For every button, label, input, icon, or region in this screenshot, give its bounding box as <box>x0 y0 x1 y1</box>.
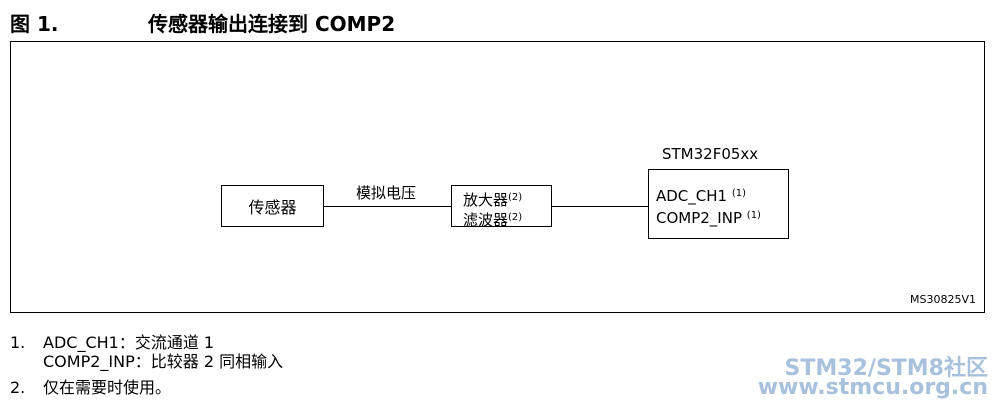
note-1-line-2: COMP2_INP：比较器 2 同相输入 <box>43 352 284 371</box>
figure-title: 传感器输出连接到 COMP2 <box>148 12 396 36</box>
mcu-pin-adc: ADC_CH1 (1) <box>656 187 747 205</box>
watermark-url: www.stmcu.org.cn <box>757 375 988 400</box>
document-id: MS30825V1 <box>910 293 976 306</box>
sensor-to-amplifier-line <box>324 206 451 207</box>
mcu-box: ADC_CH1 (1) COMP2_INP (1) <box>648 169 789 239</box>
signal-label: 模拟电压 <box>356 184 417 202</box>
note-2-line-1: 仅在需要时使用。 <box>43 378 172 397</box>
mcu-pin-comp: COMP2_INP (1) <box>656 209 761 227</box>
figure-number: 图 1. <box>10 12 59 36</box>
amplifier-to-mcu-line <box>552 206 648 207</box>
sensor-label: 传感器 <box>248 198 297 217</box>
amplifier-label: 放大器(2) <box>463 191 523 209</box>
mcu-name: STM32F05xx <box>662 145 759 163</box>
note-2-number: 2. <box>10 378 26 397</box>
sensor-box: 传感器 <box>221 185 324 227</box>
watermark-community: STM32/STM8社区 <box>784 356 988 381</box>
note-1-number: 1. <box>10 333 26 352</box>
filter-label: 滤波器(2) <box>463 211 523 229</box>
diagram-frame: 传感器 模拟电压 放大器(2) 滤波器(2) STM32F05xx ADC_CH… <box>10 41 985 313</box>
amplifier-filter-box: 放大器(2) 滤波器(2) <box>451 185 552 229</box>
note-1-line-1: ADC_CH1：交流通道 1 <box>43 333 215 352</box>
